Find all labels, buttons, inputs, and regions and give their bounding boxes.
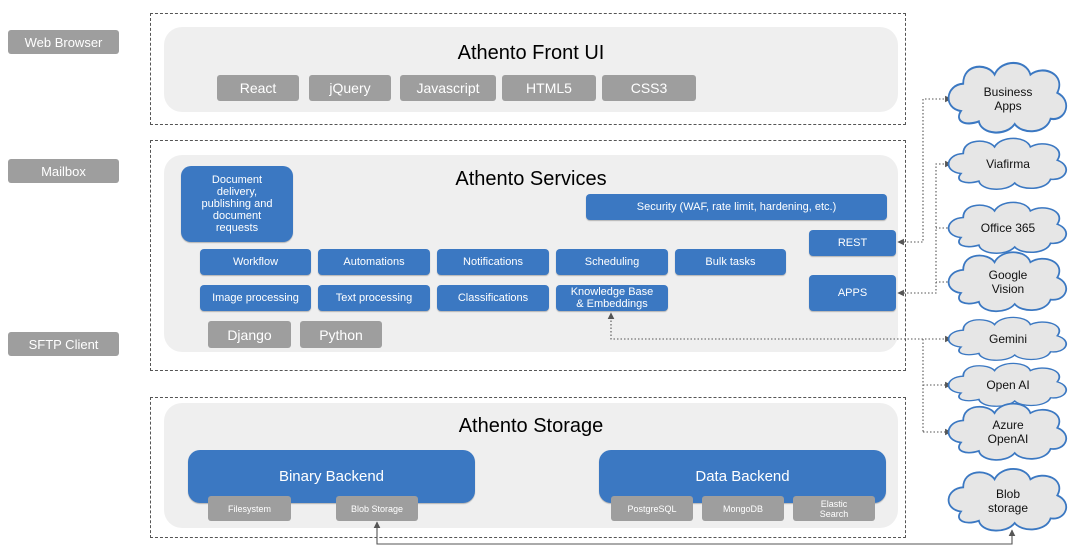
gemini-label: Gemini [988,332,1027,346]
classifications-box: Classifications [437,285,549,311]
storage-boundary [150,397,906,538]
web-browser-client: Web Browser [8,30,119,54]
tech-jquery: jQuery [309,75,391,101]
text-processing-box: Text processing [318,285,430,311]
tech-django: Django [208,321,291,348]
tech-css3: CSS3 [602,75,696,101]
azure-openai-label: Azure OpenAI [987,418,1029,446]
front-ui-title: Athento Front UI [457,42,605,64]
knowledge-base-box: Knowledge Base & Embeddings [556,285,668,311]
tech-javascript: Javascript [400,75,496,101]
rest-box: REST [809,230,896,256]
filesystem-box: Filesystem [208,496,291,521]
connector-blob-storage [373,521,1016,545]
document-delivery-box: Document delivery, publishing and docume… [181,166,293,242]
tech-html5: HTML5 [502,75,596,101]
tech-react: React [217,75,299,101]
storage-title: Athento Storage [458,415,604,437]
front-ui-boundary [150,13,906,125]
mailbox-client: Mailbox [8,159,119,183]
blob-storage-internal-box: Blob Storage [336,496,418,521]
security-box: Security (WAF, rate limit, hardening, et… [586,194,887,220]
connector-viafirma [897,160,952,297]
mongodb-box: MongoDB [702,496,784,521]
automations-box: Automations [318,249,430,275]
office365-label: Office 365 [980,221,1036,235]
data-backend-box: Data Backend [599,450,886,503]
workflow-box: Workflow [200,249,311,275]
tech-python: Python [300,321,382,348]
scheduling-box: Scheduling [556,249,668,275]
image-processing-box: Image processing [200,285,311,311]
business-apps-label: Business Apps [983,85,1033,113]
data-backend-label: Data Backend [695,468,790,485]
notifications-box: Notifications [437,249,549,275]
google-vision-label: Google Vision [988,268,1028,296]
services-title: Athento Services [455,168,607,190]
openai-label: Open AI [986,378,1030,392]
postgresql-box: PostgreSQL [611,496,693,521]
sftp-client: SFTP Client [8,332,119,356]
binary-backend-box: Binary Backend [188,450,475,503]
elastic-search-box: Elastic Search [793,496,875,521]
bulk-tasks-box: Bulk tasks [675,249,786,275]
connector-gemini [607,312,952,343]
connector-business-apps [897,95,952,246]
blob-storage-label: Blob storage [987,487,1029,515]
binary-backend-label: Binary Backend [278,468,385,485]
viafirma-label: Viafirma [986,157,1030,171]
apps-box: APPS [809,275,896,311]
